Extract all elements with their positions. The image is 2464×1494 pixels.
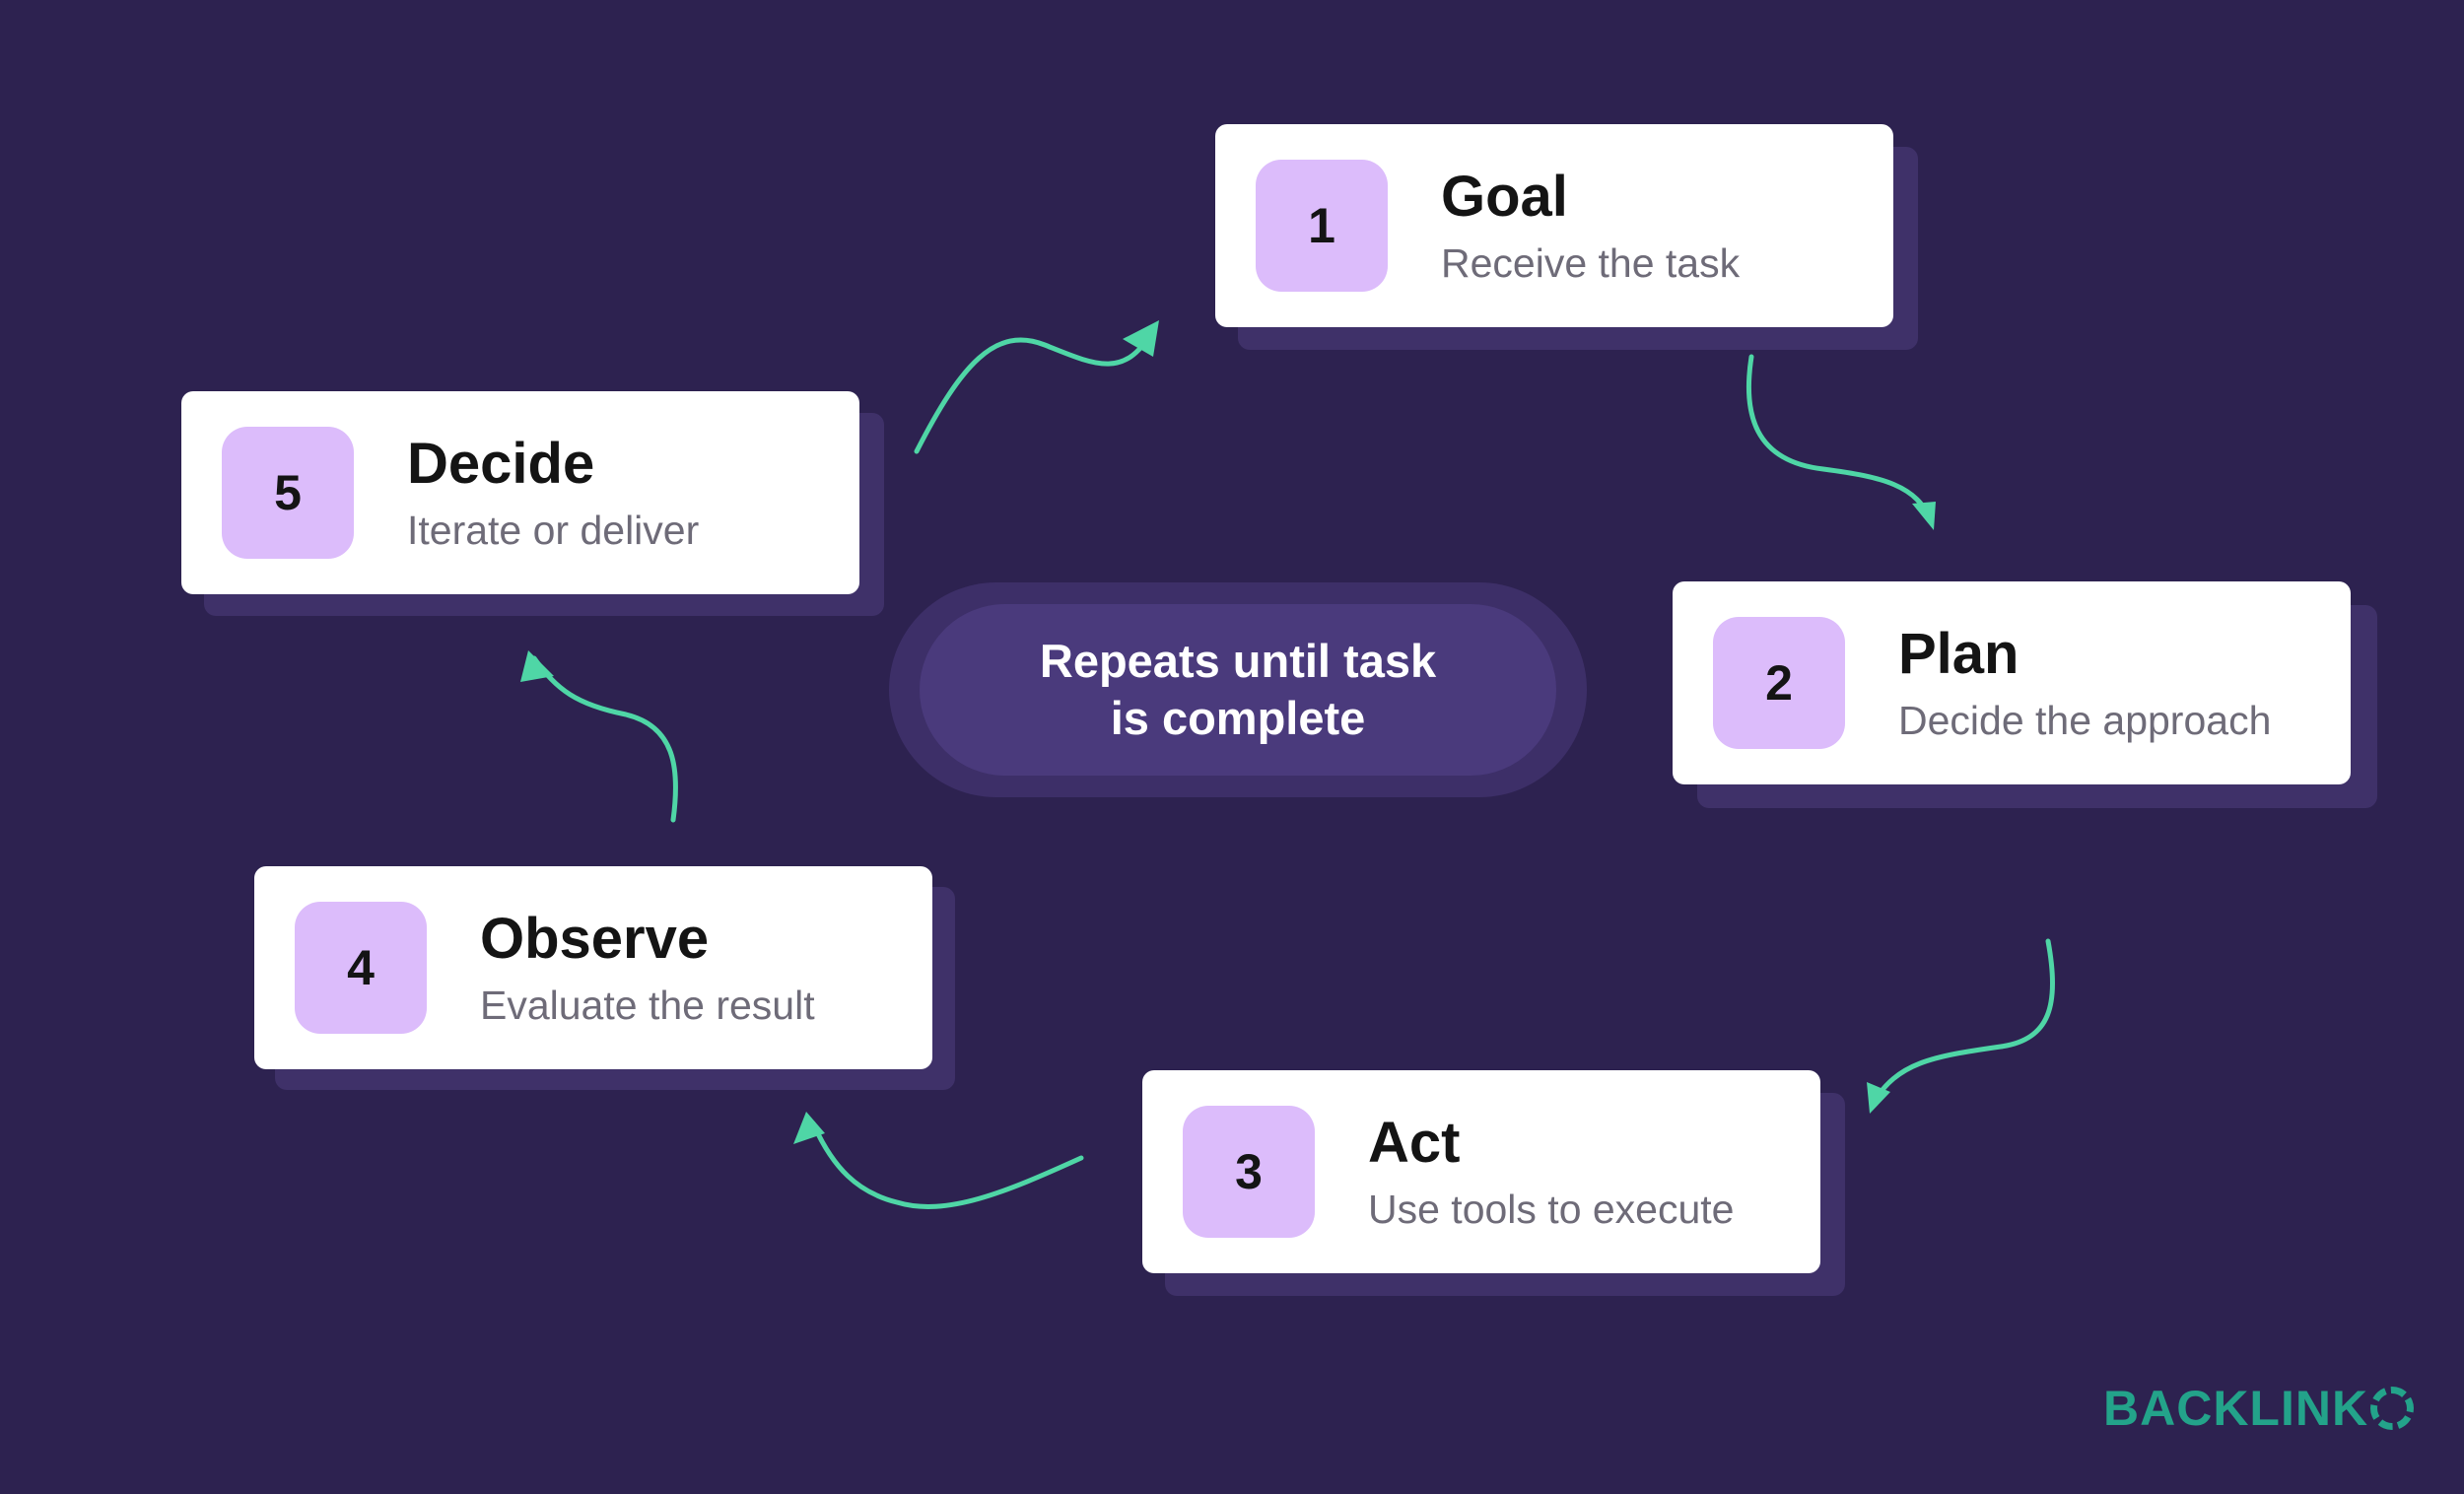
step-title: Act [1368, 1111, 1461, 1175]
step-description: Receive the task [1441, 240, 1741, 286]
step-description: Use tools to execute [1368, 1187, 1735, 1232]
arrowhead-icon [1912, 502, 1936, 530]
arrow-observe-to-decide [531, 655, 679, 823]
arrowhead-icon [1867, 1082, 1890, 1114]
logo-ring-icon [2370, 1387, 2415, 1430]
arrow-goal-to-plan [1745, 354, 1935, 525]
step-title: Observe [480, 907, 710, 971]
step-description: Iterate or deliver [407, 508, 700, 553]
step-number-badge: 5 [222, 427, 354, 559]
step-description: Decide the approach [1898, 698, 2272, 743]
arrow-plan-to-act [1870, 938, 2056, 1107]
step-description: Evaluate the result [480, 983, 815, 1028]
step-card-decide: 5 Decide Iterate or deliver [181, 391, 859, 594]
loop-label-pill: Repeats until task is complete [889, 582, 1587, 797]
step-card-plan: 2 Plan Decide the approach [1673, 581, 2351, 784]
step-title: Plan [1898, 622, 2019, 686]
step-number-badge: 2 [1713, 617, 1845, 749]
backlinko-logo: BACKLINK [2103, 1380, 2415, 1437]
loop-label-inner: Repeats until task is complete [920, 604, 1556, 776]
arrowhead-icon [1123, 320, 1159, 357]
arrowhead-icon [520, 650, 554, 682]
arrow-act-to-observe [810, 1120, 1084, 1209]
logo-wordmark: BACKLINK [2103, 1381, 2369, 1436]
loop-label-line-2: is complete [1110, 692, 1366, 744]
arrow-decide-to-goal [914, 330, 1154, 454]
step-card-goal: 1 Goal Receive the task [1215, 124, 1893, 327]
loop-label-line-1: Repeats until task [1039, 635, 1437, 687]
step-number-badge: 3 [1183, 1106, 1315, 1238]
step-title: Goal [1441, 165, 1568, 229]
step-title: Decide [407, 432, 595, 496]
arrowhead-icon [793, 1112, 825, 1144]
step-card-observe: 4 Observe Evaluate the result [254, 866, 932, 1069]
step-number-badge: 4 [295, 902, 427, 1034]
step-number-badge: 1 [1256, 160, 1388, 292]
step-card-act: 3 Act Use tools to execute [1142, 1070, 1820, 1273]
